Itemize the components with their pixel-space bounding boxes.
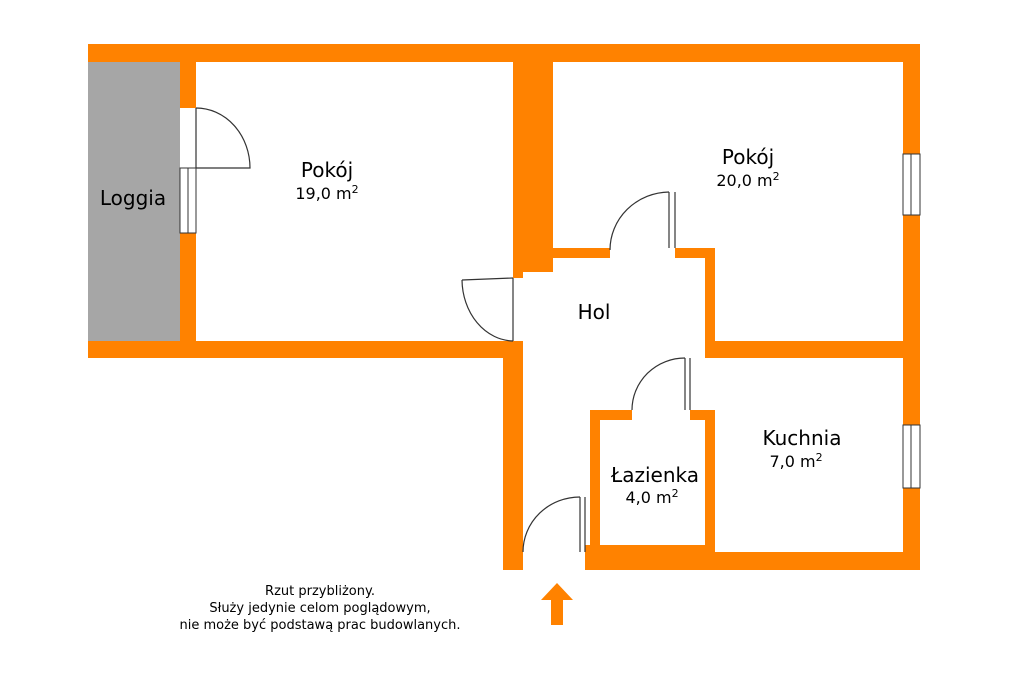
wall-loggia-divider-lower <box>180 233 196 341</box>
door-bathroom <box>631 357 691 411</box>
wall-bathroom-top-right <box>690 410 715 420</box>
lazienka-area: 4,0 m2 <box>625 487 678 507</box>
wall-top <box>88 44 920 62</box>
wall-bathroom-kitchen <box>705 410 715 552</box>
door-room1 <box>461 277 514 342</box>
loggia-label: Loggia <box>100 186 166 210</box>
kuchnia-label: Kuchnia <box>763 426 842 450</box>
walls <box>88 44 920 570</box>
arrow-up-icon <box>541 583 573 625</box>
wall-right-lower <box>903 488 920 570</box>
door-room2 <box>609 191 676 251</box>
wall-bathroom-top-left <box>590 410 632 420</box>
lazienka-label: Łazienka <box>610 463 699 487</box>
doors <box>195 107 691 553</box>
wall-room2-bottom-left <box>553 248 610 258</box>
wall-entrance-left <box>503 341 523 570</box>
door-loggia <box>195 107 251 169</box>
kuchnia-area: 7,0 m2 <box>769 451 822 471</box>
pokoj2-label: Pokój <box>722 145 774 169</box>
disclaimer-line-3: nie może być podstawą prac budowlanych. <box>179 618 461 633</box>
pokoj1-area: 19,0 m2 <box>295 183 358 203</box>
room-labels: Loggia Pokój 19,0 m2 Pokój 20,0 m2 Hol Ł… <box>100 145 842 507</box>
loggia-area <box>88 62 180 341</box>
disclaimer-note: Rzut przybliżony. Służy jedynie celom po… <box>100 583 540 634</box>
wall-hall-room2-vertical <box>705 248 715 358</box>
pokoj2-area: 20,0 m2 <box>716 170 779 190</box>
wall-room1-bottom <box>88 341 523 358</box>
hol-label: Hol <box>578 300 611 324</box>
disclaimer-line-1: Rzut przybliżony. <box>265 584 375 599</box>
wall-loggia-divider-upper <box>180 62 196 108</box>
door-entrance <box>522 496 586 553</box>
disclaimer-line-2: Służy jedynie celom poglądowym, <box>209 601 431 616</box>
wall-room2-bottom-right <box>675 248 715 258</box>
wall-room2-kitchen <box>705 341 920 358</box>
wall-hall-stub <box>513 258 523 278</box>
windows <box>179 153 921 489</box>
wall-bathroom-left <box>590 410 600 552</box>
wall-room1-hall-upper <box>513 62 553 272</box>
wall-right-upper <box>903 44 920 154</box>
pokoj1-label: Pokój <box>301 158 353 182</box>
wall-right-middle <box>903 215 920 425</box>
wall-bathroom-bottom <box>585 545 715 570</box>
